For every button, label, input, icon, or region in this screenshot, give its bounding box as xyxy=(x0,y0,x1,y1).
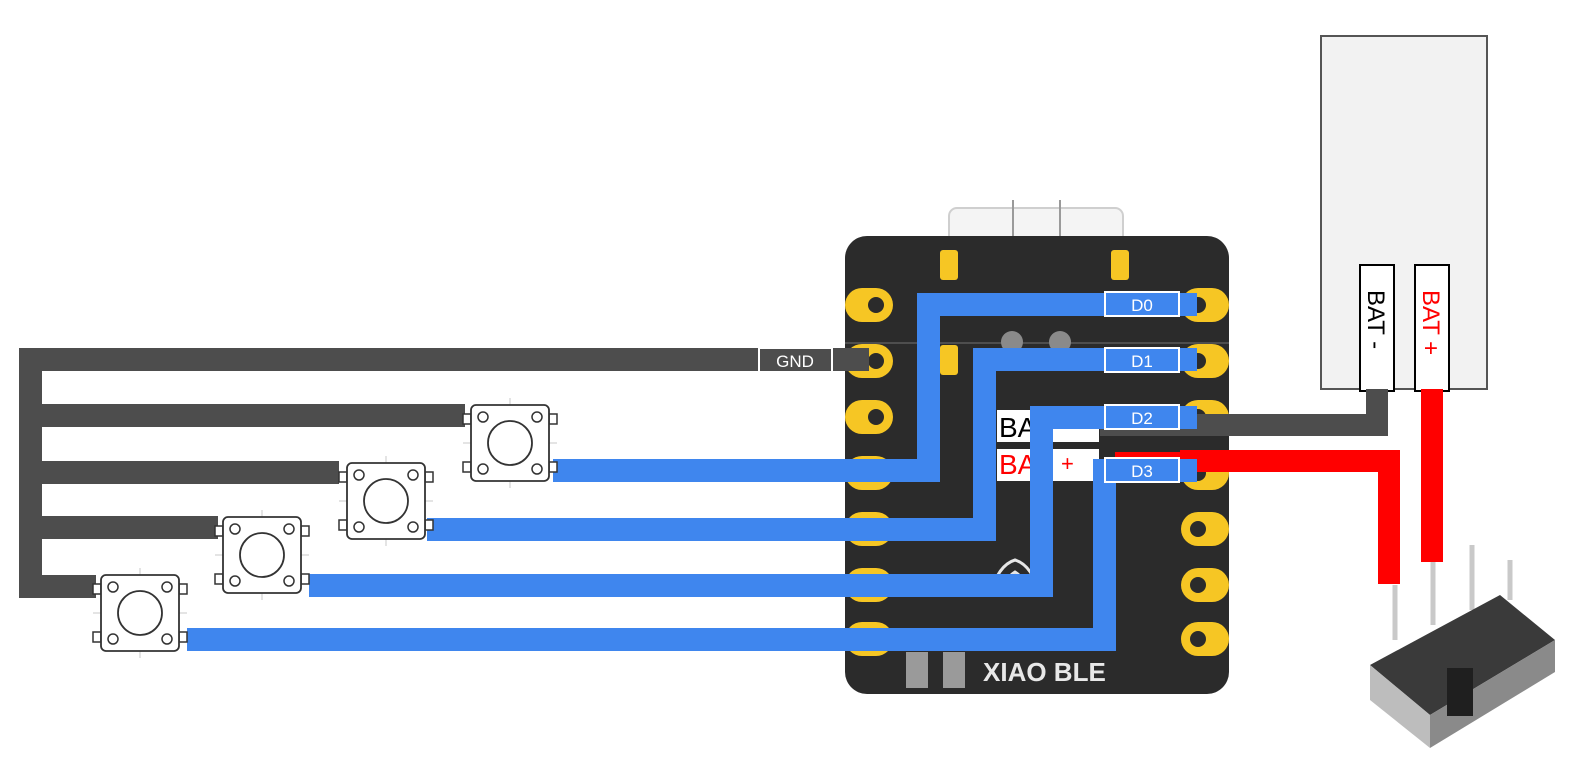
power-wires xyxy=(1115,389,1443,584)
gnd-wire-button-1 xyxy=(19,404,465,427)
ground-wires xyxy=(19,348,1388,598)
signal-wire-d2 xyxy=(309,574,1053,597)
pin-label-d0: D0 xyxy=(1131,296,1153,315)
power-wire-battery-to-switch xyxy=(1421,389,1443,562)
slide-switch xyxy=(1370,545,1555,748)
signal-wire-d1 xyxy=(427,518,996,541)
push-button-3 xyxy=(214,509,310,601)
gnd-wire-button-4 xyxy=(19,575,96,598)
signal-wire-d0 xyxy=(553,459,940,482)
pin-label-d1: D1 xyxy=(1131,352,1153,371)
push-button-4 xyxy=(92,567,188,659)
board-plus-sign: + xyxy=(1061,451,1074,476)
battery-minus-label: BAT - xyxy=(1362,290,1389,349)
battery: BAT - BAT + xyxy=(1320,35,1488,392)
signal-wire-d3 xyxy=(187,628,1116,651)
pin-label-d2: D2 xyxy=(1131,409,1153,428)
board-name: XIAO BLE xyxy=(983,657,1106,687)
gnd-wire-to-board xyxy=(19,348,869,371)
gnd-wire-button-3 xyxy=(19,516,218,539)
battery-body xyxy=(1320,35,1488,390)
battery-plus-label: BAT + xyxy=(1417,290,1444,355)
push-button-2 xyxy=(338,455,434,547)
pin-label-d3: D3 xyxy=(1131,462,1153,481)
pin-labels: GND D0 D1 D2 D3 xyxy=(758,291,1180,483)
gnd-wire-button-2 xyxy=(19,461,339,484)
push-button-1 xyxy=(462,397,558,489)
power-wire-board-to-switch xyxy=(1180,450,1400,472)
gnd-wire-battery xyxy=(1180,414,1388,436)
pin-label-gnd: GND xyxy=(776,352,814,371)
